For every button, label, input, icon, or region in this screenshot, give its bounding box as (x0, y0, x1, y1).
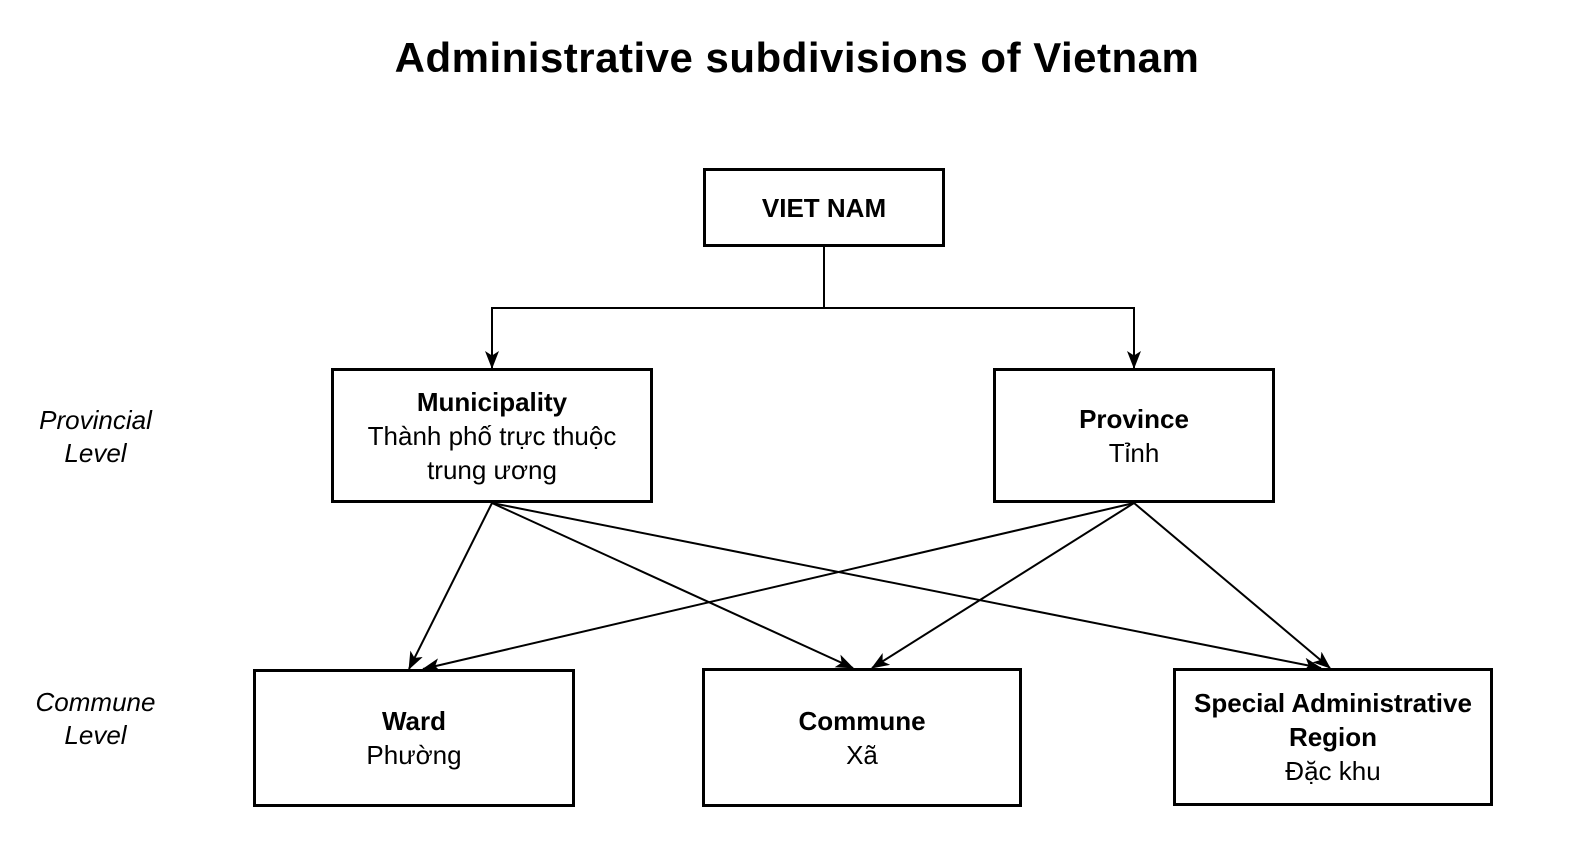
node-province-label: Province (1079, 403, 1189, 434)
edge-root-to-province (823, 247, 1141, 369)
node-viet-nam-label: VIET NAM (761, 192, 887, 223)
node-municipality: Municipality Thành phố trực thuộc trung … (331, 368, 653, 503)
diagram-title: Administrative subdivisions of Vietnam (394, 34, 1200, 81)
node-sar-label: Special Administrative Region (1194, 688, 1472, 752)
edge-root-to-municipality (485, 247, 825, 369)
edge-municipality-to-ward (408, 502, 493, 670)
node-ward-label: Ward (381, 706, 447, 736)
edge-province-to-sar (1133, 502, 1331, 669)
node-municipality-sublabel: Thành phố trực thuộc trung ương (367, 420, 617, 485)
level-label-line: Level (64, 720, 127, 750)
level-label-line: Level (64, 438, 127, 468)
node-special-administrative-region: Special Administrative Region Đặc khu (1173, 668, 1493, 806)
level-label-commune: Commune Level (18, 686, 173, 752)
node-commune: Commune Xã (702, 668, 1022, 807)
edge-municipality-to-sar (491, 502, 1322, 672)
edge-province-to-ward (422, 502, 1135, 672)
level-label-line: Commune (35, 687, 156, 717)
node-commune-label: Commune (798, 705, 926, 736)
node-ward-sublabel: Phường (366, 740, 462, 770)
node-sar-sublabel: Đặc khu (1285, 756, 1381, 786)
node-viet-nam: VIET NAM (703, 168, 945, 247)
edge-province-to-commune (871, 502, 1135, 669)
edge-municipality-to-commune (491, 502, 854, 669)
level-label-provincial: Provincial Level (18, 404, 173, 470)
node-municipality-label: Municipality (416, 386, 568, 417)
node-province: Province Tỉnh (993, 368, 1275, 503)
node-ward: Ward Phường (253, 669, 575, 807)
level-label-line: Provincial (39, 405, 152, 435)
node-province-sublabel: Tỉnh (1108, 437, 1160, 468)
node-commune-sublabel: Xã (846, 739, 878, 770)
